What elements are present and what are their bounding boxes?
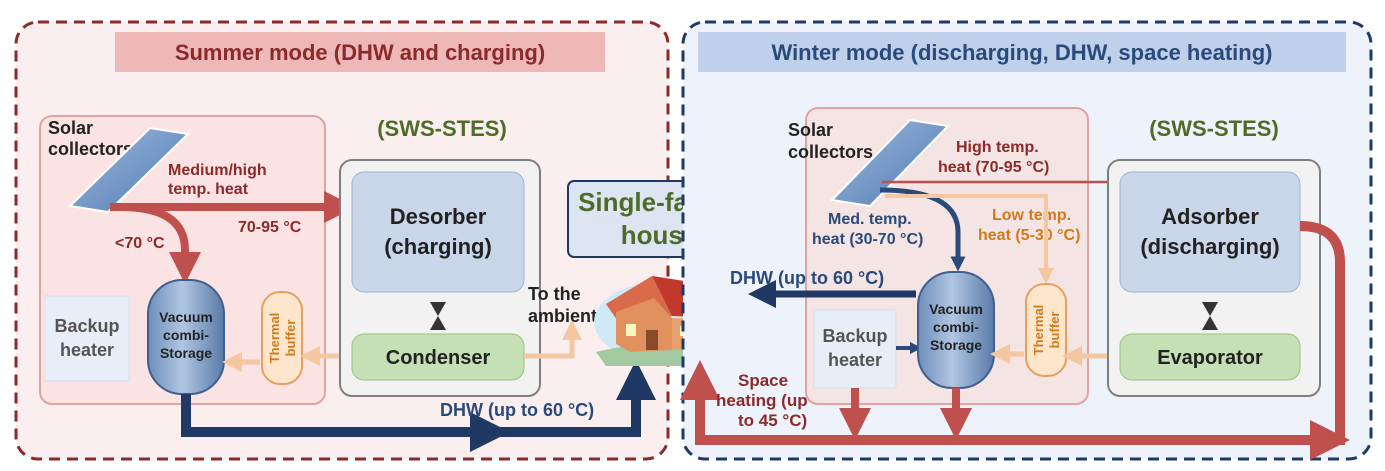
- winter-solar-panel-icon: [829, 118, 951, 208]
- winter-storage-label-3: Storage: [930, 337, 982, 353]
- winter-med-temp-2: heat (30-70 °C): [812, 231, 923, 248]
- summer-storage-label-1: Vacuum: [159, 309, 213, 325]
- summer-heat-label-1: Medium/high: [168, 162, 267, 179]
- summer-low-arrow: [119, 203, 201, 284]
- winter-backup-label-2: heater: [828, 350, 882, 370]
- summer-storage-label-3: Storage: [160, 345, 212, 361]
- summer-solar-label-1: Solar: [48, 118, 93, 138]
- summer-dhw-arrow: [181, 360, 656, 437]
- condenser-label: Condenser: [386, 347, 491, 369]
- winter-solar-label-2: collectors: [788, 142, 873, 162]
- winter-med-temp-arrow: [879, 187, 966, 272]
- winter-title: Winter mode (discharging, DHW, space hea…: [772, 40, 1273, 65]
- summer-panel: Summer mode (DHW and charging) Solar col…: [14, 20, 670, 461]
- evaporator-box: [1119, 333, 1301, 381]
- to-ambient-label-1: To the: [528, 284, 581, 304]
- summer-backup-label-2: heater: [60, 340, 114, 360]
- summer-storage-label-2: combi-: [163, 327, 209, 343]
- desorber-box: [351, 171, 525, 293]
- winter-solar-label-1: Solar: [788, 120, 833, 140]
- summer-solar-label-2: collectors: [48, 139, 133, 159]
- adsorber-box: [1119, 171, 1301, 293]
- space-heating-label-2: heating (up: [716, 391, 808, 410]
- summer-stes-label: (SWS-STES): [377, 116, 507, 141]
- winter-low-temp-arrow: [885, 194, 1054, 284]
- adsorber-label-2: (discharging): [1140, 234, 1279, 259]
- winter-dhw-label: DHW (up to 60 °C): [730, 268, 884, 288]
- summer-heat-label-2: temp. heat: [168, 181, 249, 198]
- winter-title-bg: [698, 32, 1346, 72]
- desorber-label-1: Desorber: [390, 204, 487, 229]
- summer-title: Summer mode (DHW and charging): [175, 40, 545, 65]
- space-heating-label-1: Space: [738, 371, 788, 390]
- winter-backup-heater: [813, 309, 897, 389]
- to-ambient-label-2: ambient: [528, 306, 597, 326]
- winter-storage-label-2: combi-: [933, 319, 979, 335]
- winter-panel: Winter mode (discharging, DHW, space hea…: [680, 20, 1373, 461]
- winter-high-temp-1: High temp.: [956, 139, 1039, 156]
- winter-buffer-label-2: buffer: [1047, 312, 1062, 349]
- winter-high-temp-2: heat (70-95 °C): [938, 159, 1049, 176]
- summer-buffer-label-1: Thermal: [267, 313, 282, 364]
- summer-ambient-arrow: [524, 320, 582, 359]
- winter-med-temp-1: Med. temp.: [828, 211, 912, 228]
- winter-space-heating-loop: [680, 221, 1345, 445]
- valve-icon: [430, 302, 446, 330]
- winter-buffer-label-1: Thermal: [1031, 305, 1046, 356]
- winter-low-temp-1: Low temp.: [992, 207, 1071, 224]
- desorber-label-2: (charging): [384, 234, 492, 259]
- summer-dhw-label: DHW (up to 60 °C): [440, 400, 594, 420]
- winter-valve-icon: [1202, 302, 1218, 330]
- adsorber-label-1: Adsorber: [1161, 204, 1259, 229]
- summer-thermal-buffer: [261, 291, 303, 385]
- winter-thermal-buffer: [1025, 283, 1067, 377]
- summer-title-bg: [115, 32, 605, 72]
- winter-storage-label-1: Vacuum: [929, 301, 983, 317]
- summer-buffer-label-2: buffer: [283, 320, 298, 357]
- winter-backup-label-1: Backup: [822, 326, 887, 346]
- space-heating-label-3: to 45 °C): [738, 411, 807, 430]
- evaporator-label: Evaporator: [1157, 347, 1263, 369]
- summer-backup-label-1: Backup: [54, 316, 119, 336]
- summer-backup-heater: [44, 295, 130, 382]
- summer-low-temp: <70 °C: [115, 235, 165, 252]
- summer-temp-range: 70-95 °C: [238, 219, 302, 236]
- solar-panel-icon: [67, 126, 191, 214]
- winter-low-temp-2: heat (5-30 °C): [978, 227, 1080, 244]
- winter-stes-label: (SWS-STES): [1149, 116, 1279, 141]
